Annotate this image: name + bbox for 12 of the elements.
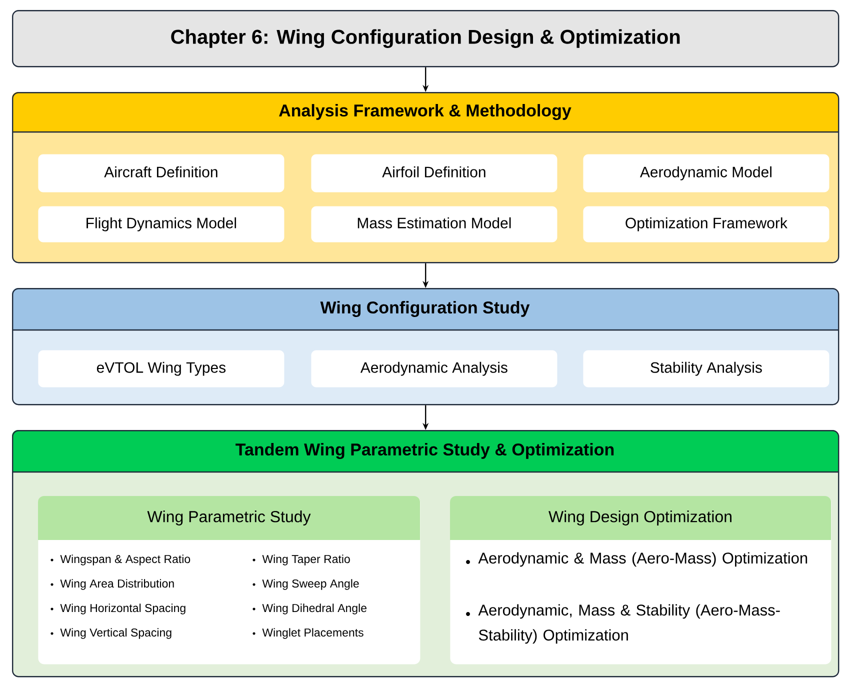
- item-box: Mass Estimation Model: [311, 206, 558, 242]
- item-box: Airfoil Definition: [311, 154, 558, 192]
- item-box: eVTOL Wing Types: [38, 350, 284, 388]
- item-box: Aerodynamic Model: [583, 154, 830, 192]
- card: Wing Parametric Study Wingspan & Aspect Ratio Wing Taper Ratio Wing Area Distribution Wing Sweep Angle Wing Horizontal Spacing Wing Dihedral Angle Wing Vertical Spacing Winglet Placements: [38, 496, 420, 664]
- item-box: Aerodynamic Analysis: [311, 350, 558, 388]
- item-box: Flight Dynamics Model: [38, 206, 284, 242]
- item-box: Stability Analysis: [583, 350, 830, 388]
- item-box: Aircraft Definition: [38, 154, 284, 192]
- title-box: Chapter 6: Wing Configuration Design & Optimization: [12, 10, 840, 68]
- card: Wing Design Optimization Aerodynamic & Mass (Aero-Mass) Optimization Aerodynamic, Mass & Stability (Aero-Mass-Stability) Optimization: [450, 496, 832, 664]
- item-box: Optimization Framework: [583, 206, 830, 242]
